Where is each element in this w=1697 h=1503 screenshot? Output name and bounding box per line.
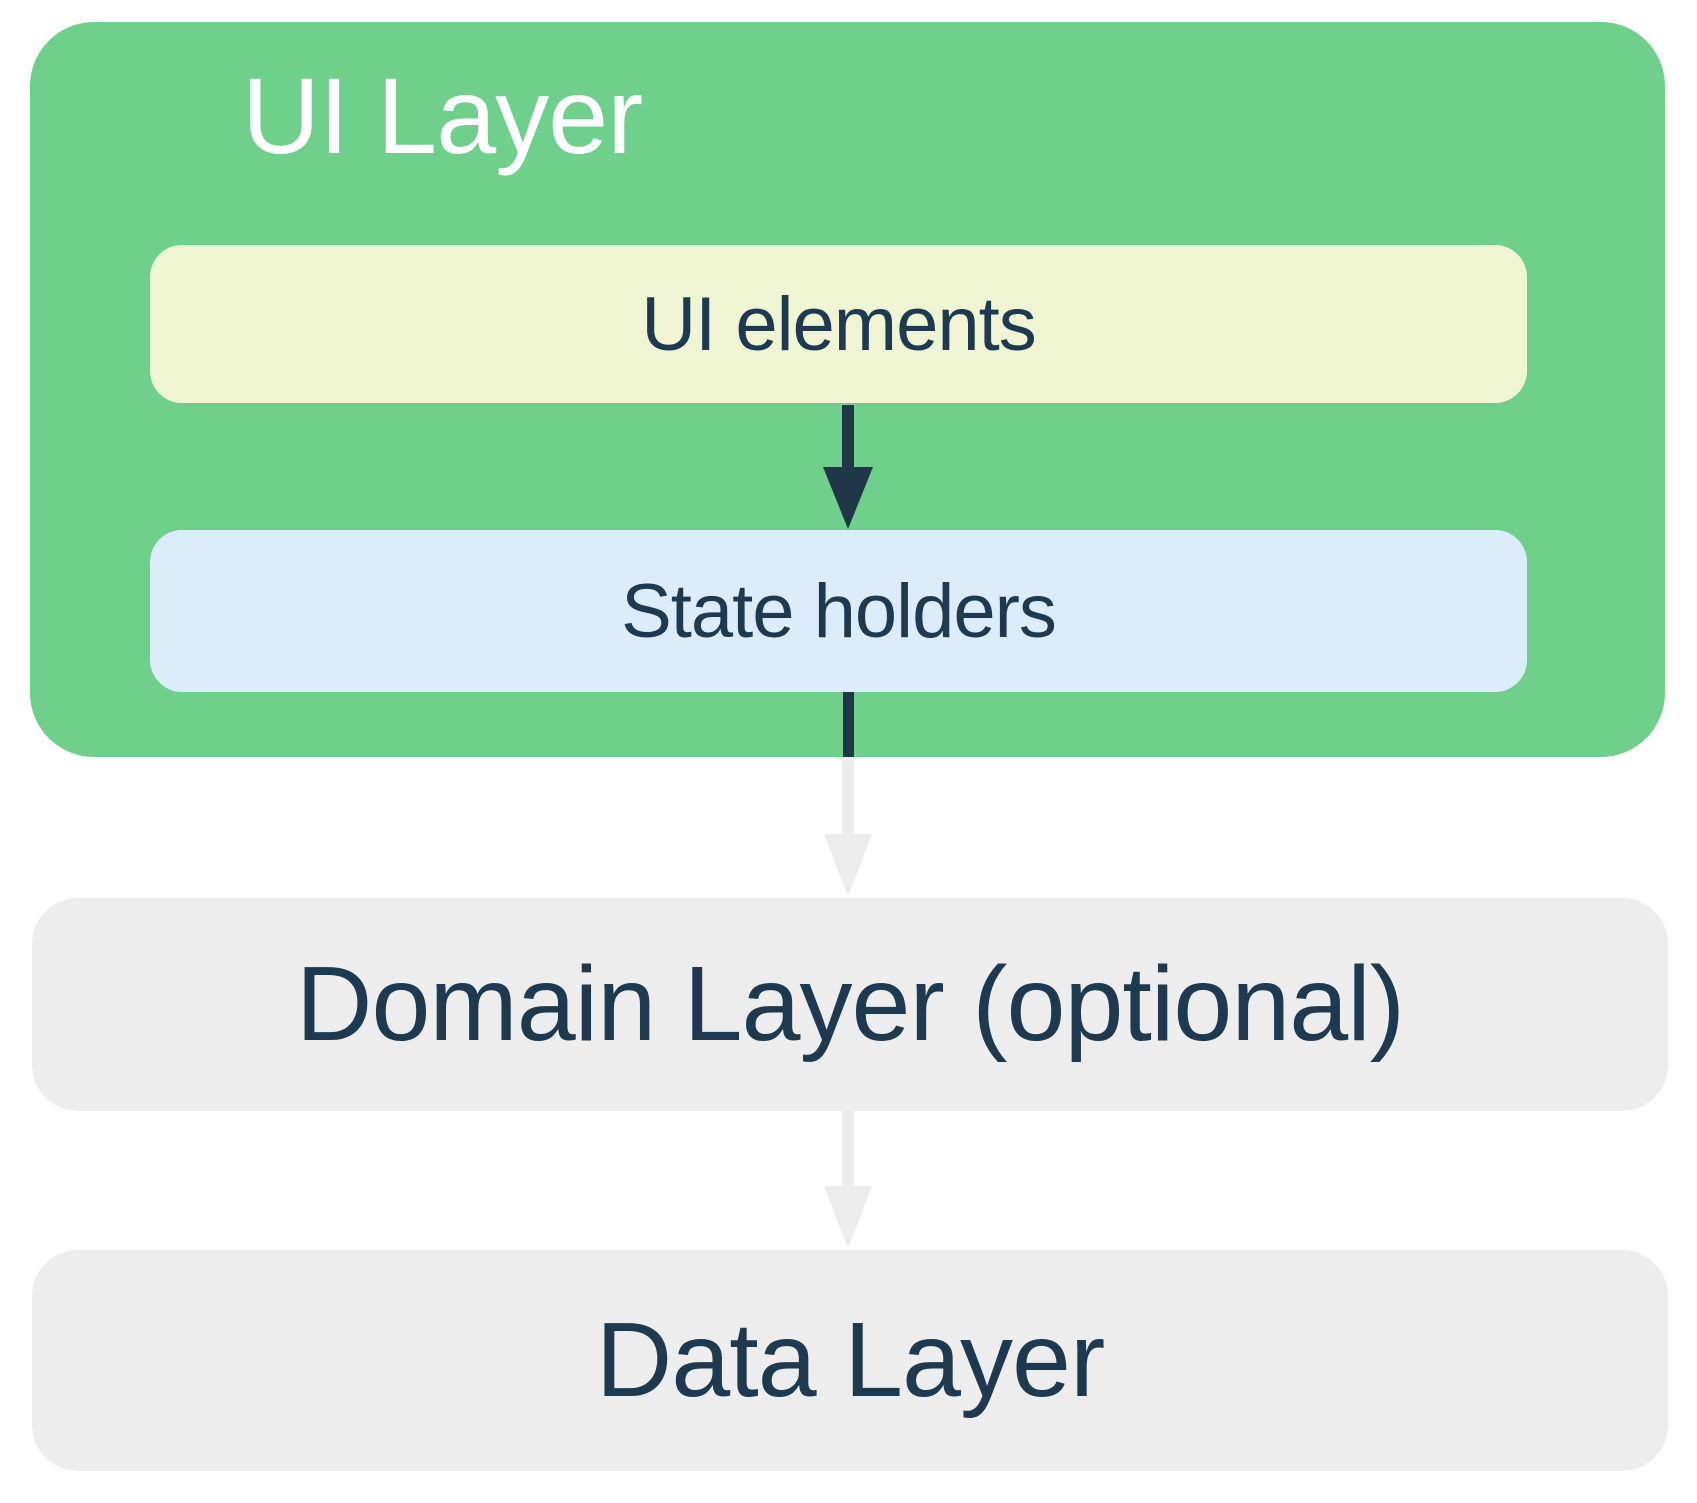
- arrow-shaft: [842, 405, 854, 469]
- domain-layer-label: Domain Layer (optional): [295, 945, 1405, 1063]
- ui-layer-box: UI Layer UI elements State holders: [30, 22, 1665, 757]
- data-layer-box: Data Layer: [32, 1250, 1668, 1471]
- arrow-head: [823, 467, 873, 529]
- arrow-head: [824, 1186, 872, 1249]
- state-holders-box: State holders: [150, 530, 1527, 692]
- domain-layer-box: Domain Layer (optional): [32, 898, 1668, 1111]
- arrow-shaft: [842, 757, 854, 835]
- ui-elements-box: UI elements: [150, 245, 1527, 403]
- ui-elements-label: UI elements: [641, 281, 1036, 367]
- connector-line: [843, 692, 854, 757]
- arrow-head: [824, 834, 872, 897]
- data-layer-label: Data Layer: [595, 1301, 1106, 1419]
- state-holders-label: State holders: [621, 568, 1057, 654]
- arrow-shaft: [842, 1111, 854, 1188]
- ui-layer-title: UI Layer: [242, 55, 643, 176]
